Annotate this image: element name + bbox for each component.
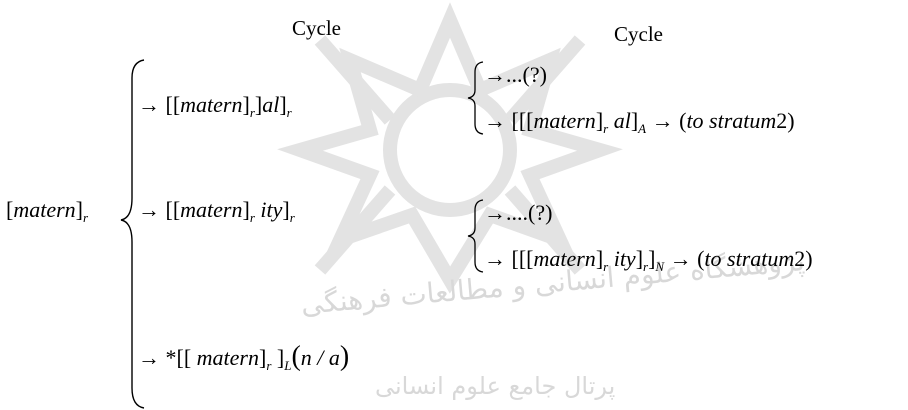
- branch-star-sub: r: [266, 358, 272, 373]
- outcome-ity-unknown-text: ....(?): [506, 200, 553, 225]
- branch-star-word: matern: [196, 345, 259, 370]
- branch-ity-sub: r: [249, 210, 255, 225]
- arrow-icon: →: [484, 200, 506, 225]
- arrow-icon: →: [138, 92, 160, 117]
- outcome-ity-cat: N: [655, 259, 665, 274]
- outcome-ity-inner-sub: r: [643, 259, 649, 274]
- cycle-heading-left: Cycle: [292, 16, 341, 40]
- branch-ity: → [[matern]r ity]r: [138, 197, 295, 225]
- right-brace-al: [467, 61, 484, 135]
- branch-al-word: matern: [180, 92, 243, 117]
- outcome-al-sub: r: [603, 121, 609, 136]
- watermark-emblem: [277, 2, 623, 294]
- outcome-al-num: 2: [776, 108, 788, 133]
- arrow-icon: →: [669, 246, 692, 271]
- root-sub: r: [82, 210, 89, 225]
- outcome-ity-sub: r: [603, 259, 609, 274]
- outcome-ity-unknown: →....(?): [484, 202, 552, 224]
- root-word: matern: [13, 197, 76, 222]
- outcome-ity-target: to stratum: [704, 246, 795, 271]
- branch-al-sub: r: [249, 105, 255, 120]
- outcome-ity-word: matern: [533, 246, 596, 271]
- outcome-al-unknown: →...(?): [484, 64, 547, 86]
- outcome-al-suffix: al: [613, 108, 631, 133]
- branch-ity-suffix: ity: [260, 197, 283, 222]
- branch-star-note: n / a: [300, 345, 340, 370]
- outcome-al-result: → [[[matern]r al]A → (to stratum2): [484, 108, 795, 136]
- branch-al-outer-sub: r: [286, 105, 292, 120]
- arrow-icon: →: [138, 345, 160, 370]
- root-expression: [matern]r: [6, 197, 89, 225]
- branch-al: → [[matern]r]al]r: [138, 92, 292, 120]
- outcome-ity-result: → [[[matern]r ity]r]N → (to stratum2): [484, 246, 813, 274]
- arrow-icon: →: [484, 108, 506, 133]
- cycle-heading-right: Cycle: [614, 22, 663, 46]
- outcome-ity-num: 2: [794, 246, 806, 271]
- branch-star: → *[[ matern]r ]L(n / a): [138, 341, 350, 373]
- arrow-icon: →: [651, 108, 674, 133]
- right-brace-ity: [467, 199, 484, 273]
- outcome-al-word: matern: [533, 108, 596, 133]
- branch-ity-outer-sub: r: [289, 210, 295, 225]
- outcome-al-unknown-text: ...(?): [506, 62, 547, 87]
- outcome-al-cat: A: [638, 121, 647, 136]
- branch-al-suffix: al: [262, 92, 280, 117]
- watermark-text-line2: پرتال جامع علوم انسانی: [375, 372, 616, 400]
- outcome-al-target: to stratum: [686, 108, 777, 133]
- arrow-icon: →: [484, 62, 506, 87]
- arrow-icon: →: [138, 197, 160, 222]
- outcome-ity-suffix: ity: [613, 246, 636, 271]
- arrow-icon: →: [484, 246, 506, 271]
- branch-star-outer-sub: L: [284, 358, 292, 373]
- branch-ity-word: matern: [180, 197, 243, 222]
- left-brace: [120, 59, 145, 409]
- branch-star-asterisk: *: [165, 345, 177, 370]
